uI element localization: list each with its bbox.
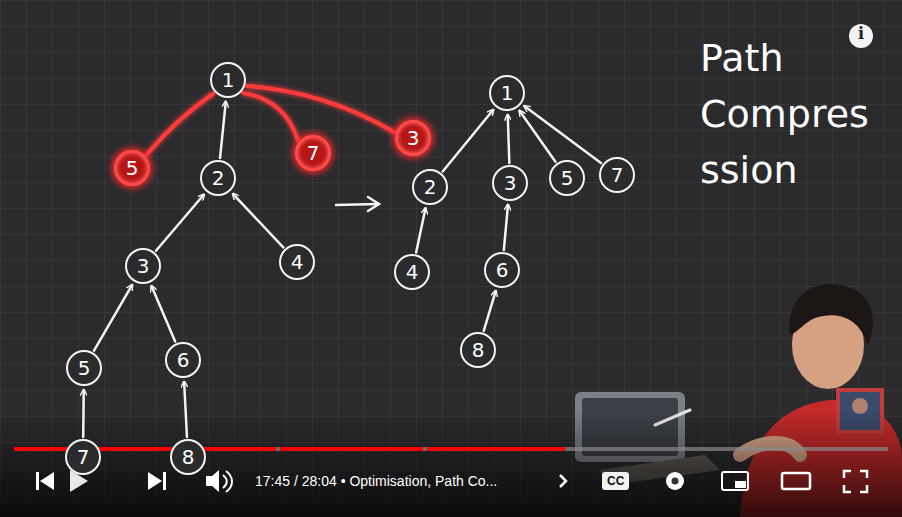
- node-circle: 6: [484, 252, 520, 288]
- node-circle: 4: [279, 244, 315, 280]
- highlighted-node-circle: 5: [114, 150, 150, 186]
- parent-arrow: [484, 291, 496, 331]
- node-number: 2: [212, 168, 225, 188]
- transform-arrow: [336, 197, 379, 211]
- node-number: 8: [472, 340, 485, 360]
- node-number: 7: [611, 165, 624, 185]
- node-circle: 2: [200, 160, 236, 196]
- node-circle: 5: [549, 160, 585, 196]
- parent-arrow: [416, 209, 425, 253]
- node-number: 6: [496, 260, 509, 280]
- node-number: 8: [182, 447, 195, 467]
- compressed-link: [243, 93, 298, 140]
- parent-arrow: [508, 115, 510, 163]
- parent-arrow: [443, 110, 493, 172]
- node-number: 1: [501, 83, 514, 103]
- parent-arrow: [525, 106, 601, 163]
- node-circle: 8: [170, 439, 206, 475]
- parent-arrow: [156, 195, 204, 251]
- player-icons: [36, 470, 867, 492]
- node-number: 7: [307, 143, 320, 163]
- node-number: 1: [222, 70, 235, 90]
- node-number: 4: [406, 262, 419, 282]
- parent-arrow: [94, 285, 132, 351]
- handwritten-title: Path Compres ssion: [700, 30, 878, 198]
- node-circle: 3: [492, 165, 528, 201]
- node-circle: 6: [165, 342, 201, 378]
- node-number: 3: [137, 256, 150, 276]
- node-number: 3: [407, 128, 420, 148]
- parent-arrow: [220, 102, 226, 158]
- compressed-link: [147, 94, 214, 155]
- parent-arrow: [152, 286, 176, 341]
- info-icon: i: [849, 24, 873, 48]
- parent-arrow: [504, 205, 508, 250]
- node-circle: 5: [66, 350, 102, 386]
- parent-arrow: [184, 382, 187, 437]
- node-circle: 1: [210, 62, 246, 98]
- node-number: 6: [177, 350, 190, 370]
- highlighted-node-circle: 7: [295, 135, 331, 171]
- node-number: 2: [424, 177, 437, 197]
- node-circle: 8: [460, 332, 496, 368]
- compressed-link: [247, 86, 394, 132]
- time-and-chapter: 17:45 / 28:04 • Optimisation, Path Co...: [255, 472, 497, 490]
- node-circle: 3: [125, 248, 161, 284]
- node-number: 5: [78, 358, 91, 378]
- parent-arrow: [233, 194, 283, 247]
- node-circle: 2: [412, 169, 448, 205]
- node-circle: 4: [394, 254, 430, 290]
- progress-bar: [14, 447, 888, 451]
- parent-arrow: [520, 111, 556, 162]
- node-number: 4: [291, 252, 304, 272]
- captions-button: CC: [602, 472, 629, 490]
- node-number: 3: [504, 173, 517, 193]
- node-number: 7: [77, 447, 90, 467]
- node-number: 5: [561, 168, 574, 188]
- parent-arrow: [82, 390, 85, 437]
- highlighted-node-circle: 3: [395, 120, 431, 156]
- node-circle: 7: [65, 439, 101, 475]
- node-number: 5: [126, 158, 139, 178]
- node-circle: 7: [599, 157, 635, 193]
- node-circle: 1: [489, 75, 525, 111]
